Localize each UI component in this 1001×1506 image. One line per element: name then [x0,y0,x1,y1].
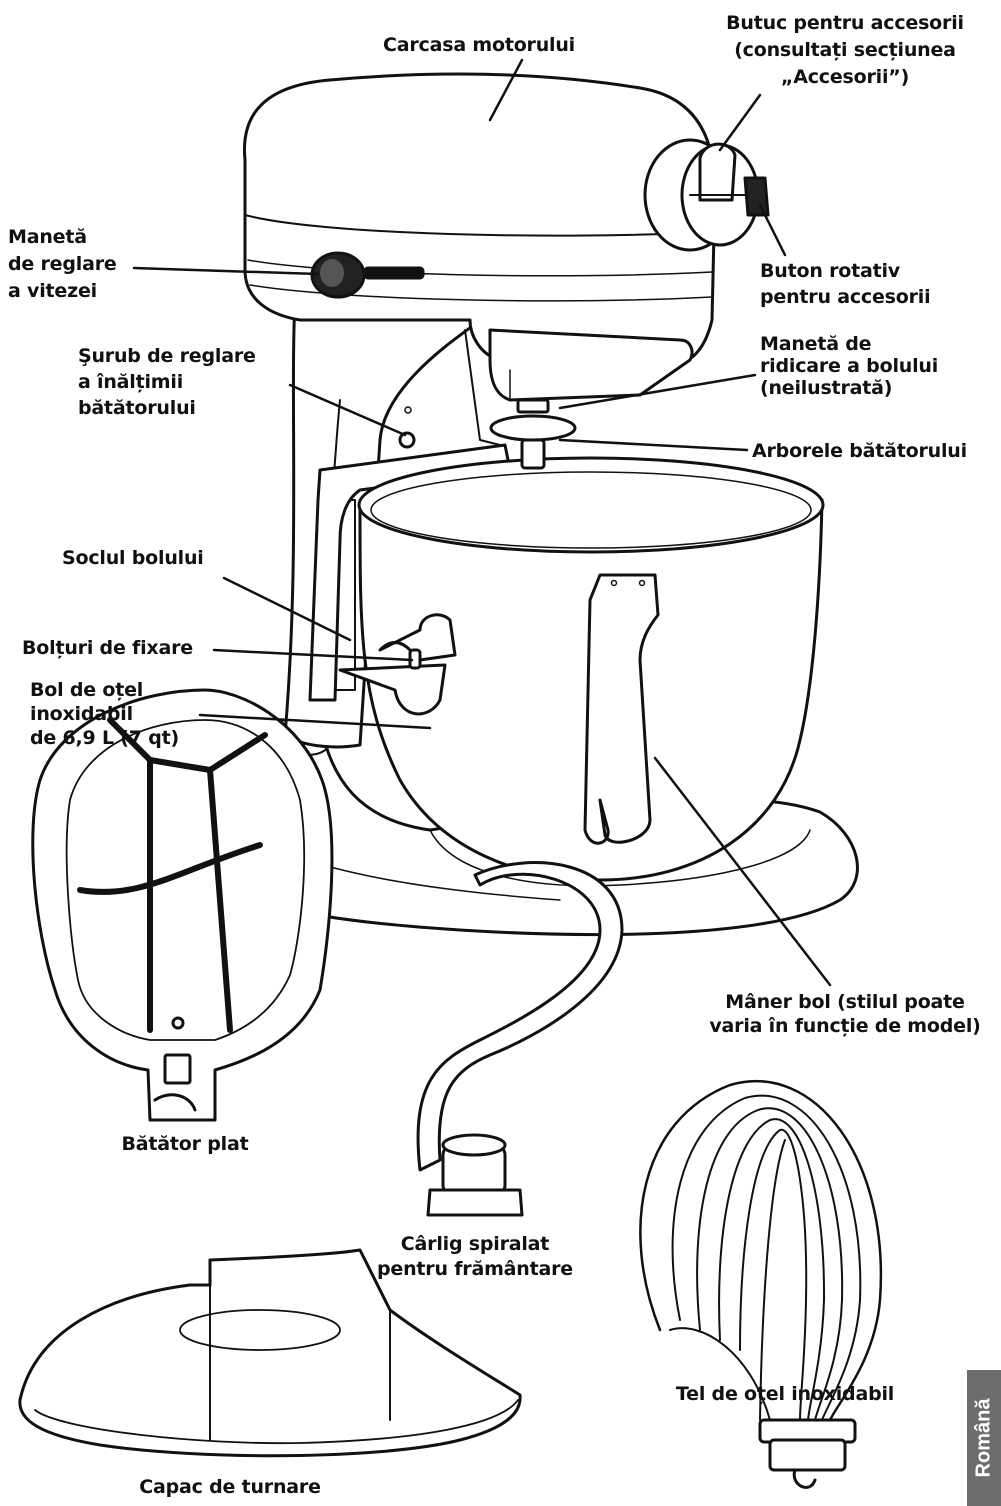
label-flat-beater: Bătător plat [121,1133,249,1155]
flat-beater [31,688,334,1122]
label-beater-shaft: Arborele bătătorului [752,440,967,462]
label-steel-bowl: Bol de oțel inoxidabil de 6,9 L (7 qt) [30,679,179,749]
label-attachment-hub: Butuc pentru accesorii (consultați secți… [726,12,964,88]
label-attachment-knob: Buton rotativ pentru accesorii [760,260,931,308]
wire-whip [639,1079,883,1489]
label-locating-pins: Bolțuri de fixare [22,637,193,659]
label-bowl-support: Soclul bolului [62,547,204,569]
bowl-handle [583,573,660,845]
label-wire-whip: Tel de oțel inoxidabil [675,1383,895,1405]
label-speed-control: Manetă de reglare a vitezei [8,226,117,302]
label-bowl-handle: Mâner bol (stilul poate varia în funcție… [709,991,981,1037]
spiral-dough-hook [416,861,624,1217]
label-motor-housing: Carcasa motorului [383,34,575,56]
attachment-knob-icon [743,176,770,217]
beater-shaft [489,398,577,470]
label-beater-height-screw: Şurub de reglare a înălțimii bătătorului [78,345,256,419]
leader-lines [132,58,832,987]
height-screw-icon [398,431,416,449]
pouring-shield [18,1248,522,1458]
label-spiral-dough-hook: Cârlig spiralat pentru frământare [377,1233,573,1280]
language-tab-label: Română [972,1398,995,1478]
mixer-head [242,72,717,402]
label-bowl-lift-lever: Manetă de ridicare a bolului (neilustrat… [760,333,939,399]
label-pouring-shield: Capac de turnare [139,1476,321,1498]
language-tab: Română [967,1370,1001,1506]
attachment-hub [643,138,770,252]
